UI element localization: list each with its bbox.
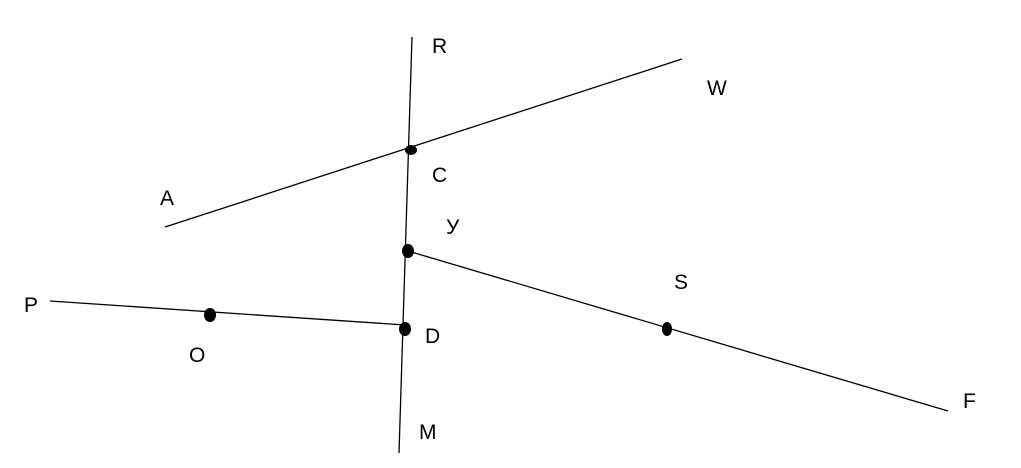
point-s <box>662 322 672 336</box>
label-a: A <box>160 187 174 210</box>
label-s: S <box>674 271 688 294</box>
label-m: M <box>419 421 437 444</box>
label-d: D <box>425 325 440 348</box>
point-o <box>204 308 216 322</box>
ray-yf <box>407 250 949 412</box>
point-y <box>402 244 414 258</box>
line-aw <box>164 58 683 228</box>
label-w: W <box>707 77 727 100</box>
label-o: O <box>189 344 205 367</box>
point-d <box>399 322 411 336</box>
label-y: У <box>446 216 460 239</box>
label-c: C <box>432 164 447 187</box>
label-r: R <box>432 35 447 58</box>
label-f: F <box>963 390 976 413</box>
label-p: P <box>24 294 38 317</box>
point-c <box>405 145 417 155</box>
segment-pd <box>49 300 406 326</box>
